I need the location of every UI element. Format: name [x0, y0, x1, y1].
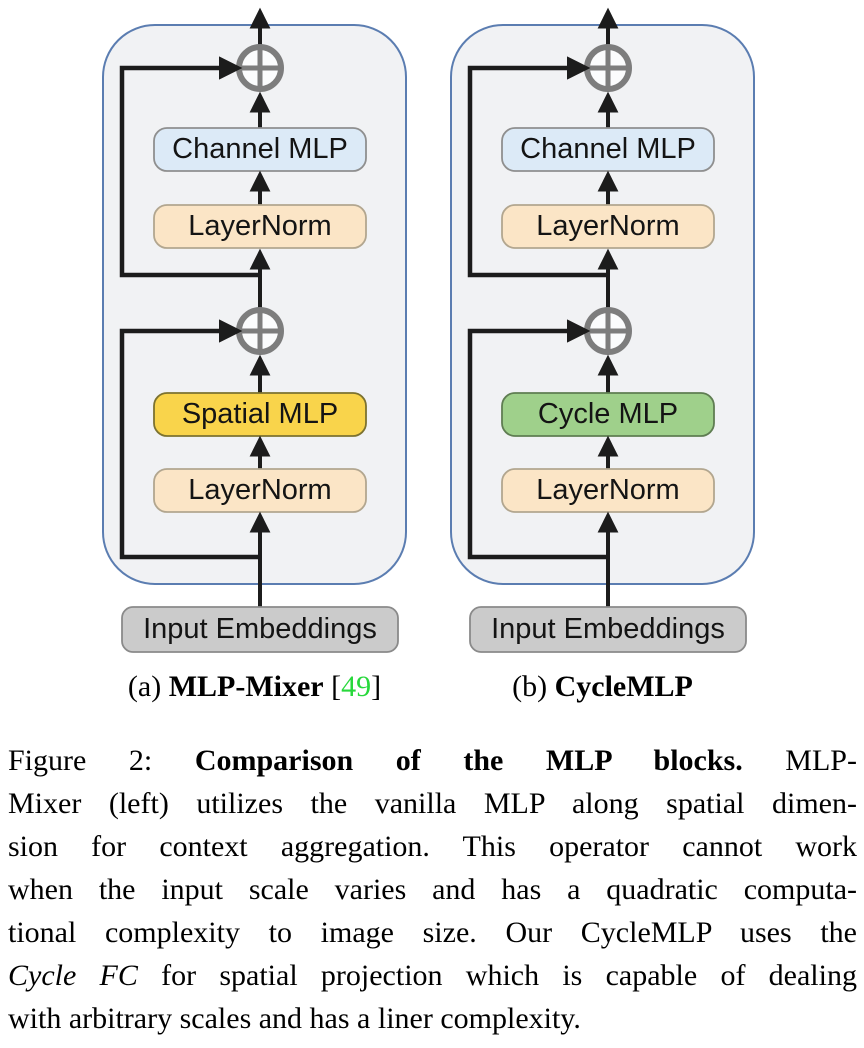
- subcaption-b-index: (b): [512, 670, 555, 703]
- caption-italic-term: Cycle FC: [8, 959, 138, 992]
- subcaption-a-index: (a): [127, 670, 169, 703]
- panel-mlp-mixer: Channel MLP LayerNorm Spatial MLP LayerN…: [102, 7, 407, 653]
- add-operator-icon: [584, 307, 632, 355]
- subcaption-a-name: MLP-Mixer: [168, 670, 324, 703]
- figure-caption-line-6: Cycle FC for spatial projection which is…: [8, 954, 857, 997]
- layernorm-bottom-label: LayerNorm: [536, 474, 679, 506]
- caption-text: for spatial projection which is capable …: [137, 959, 857, 992]
- skip-connection-bottom: [119, 319, 260, 560]
- figure-caption-line-5: tional complexity to image size. Our Cyc…: [8, 916, 857, 949]
- figure-caption: Figure 2: Comparison of the MLP blocks. …: [8, 739, 857, 1040]
- spatial-mlp-label: Spatial MLP: [182, 398, 338, 430]
- layernorm-bottom-label: LayerNorm: [188, 474, 331, 506]
- cycle-mlp-label: Cycle MLP: [538, 398, 678, 430]
- layernorm-top-block: [501, 204, 715, 249]
- add-operator-icon: [236, 307, 284, 355]
- citation-bracket-close: ]: [371, 670, 382, 703]
- input-embeddings-label: Input Embeddings: [143, 613, 377, 645]
- caption-bold-title: Comparison of the MLP blocks.: [194, 744, 743, 777]
- subcaption-a: (a) MLP-Mixer [49]: [102, 666, 407, 708]
- figure-caption-line-1: Figure 2: Comparison of the MLP blocks. …: [8, 739, 857, 782]
- layernorm-top-label: LayerNorm: [188, 210, 331, 242]
- skip-connection-bottom: [467, 319, 608, 560]
- skip-connection-top: [119, 56, 260, 278]
- panel-cyclemlp: Channel MLP LayerNorm Cycle MLP LayerNor…: [450, 7, 755, 653]
- channel-mlp-label: Channel MLP: [172, 133, 348, 165]
- caption-figure-number: Figure 2:: [8, 744, 195, 777]
- caption-text: MLP-: [742, 744, 857, 777]
- subcaption-b-name: CycleMLP: [554, 670, 693, 703]
- add-operator-icon: [584, 44, 632, 92]
- input-embeddings-block: [469, 606, 747, 653]
- add-operator-icon: [236, 44, 284, 92]
- mlp-blocks-diagram: Channel MLP LayerNorm Spatial MLP LayerN…: [102, 7, 755, 653]
- figure-caption-line-2: Mixer (left) utilizes the vanilla MLP al…: [8, 787, 857, 820]
- citation-bracket-open: [: [323, 670, 342, 703]
- layernorm-top-block: [153, 204, 367, 249]
- input-embeddings-block: [121, 606, 399, 653]
- citation-number: 49: [341, 670, 372, 703]
- figure-caption-line-3: sion for context aggregation. This opera…: [8, 830, 857, 863]
- skip-connection-top: [467, 56, 608, 278]
- figure-caption-line-7: with arbitrary scales and has a liner co…: [8, 1002, 581, 1035]
- figure-caption-line-4: when the input scale varies and has a qu…: [8, 873, 857, 906]
- channel-mlp-label: Channel MLP: [520, 133, 696, 165]
- input-embeddings-label: Input Embeddings: [491, 613, 725, 645]
- layernorm-top-label: LayerNorm: [536, 210, 679, 242]
- subcaption-b: (b) CycleMLP: [450, 666, 755, 708]
